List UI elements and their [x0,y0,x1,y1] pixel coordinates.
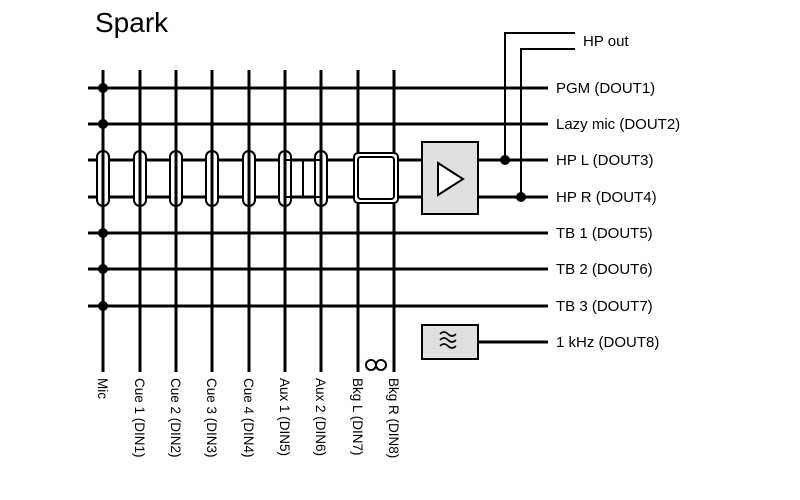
input-label-mic: Mic [95,378,110,399]
input-label-aux1: Aux 1 (DIN5) [277,378,292,456]
crosspoint-mic-tb2 [98,264,108,274]
output-label-hp-r: HP R (DOUT4) [556,189,657,206]
crosspoint-box-bkg-inner [357,156,395,200]
hp-out-label: HP out [583,33,629,50]
input-label-bkg-l: Bkg L (DIN7) [350,378,365,456]
stereo-link-icon [365,359,387,371]
diagram-title: Spark [95,7,169,38]
hp-out-junction-r [516,192,526,202]
output-label-tb3: TB 3 (DOUT7) [556,298,653,315]
input-label-cue1: Cue 1 (DIN1) [132,378,147,458]
amplifier-block [421,141,479,215]
output-label-tb2: TB 2 (DOUT6) [556,261,653,278]
hp-out-junction-l [500,155,510,165]
amplifier-triangle-icon [437,161,465,197]
hp-out-tap-r [520,48,575,197]
sine-wave-icon [439,331,457,349]
crosspoint-box-bkg-hp [353,152,399,204]
input-label-aux2: Aux 2 (DIN6) [313,378,328,456]
crosspoint-mic-tb1 [98,228,108,238]
output-label-lazy-mic: Lazy mic (DOUT2) [556,116,680,133]
input-label-cue3: Cue 3 (DIN3) [204,378,219,458]
crosspoint-mic-lazy-mic [98,119,108,129]
input-label-cue4: Cue 4 (DIN4) [241,378,256,458]
input-label-bkg-r: Bkg R (DIN8) [386,378,401,458]
crosspoint-mic-pgm [98,83,108,93]
output-label-pgm: PGM (DOUT1) [556,80,655,97]
output-label-tb1: TB 1 (DOUT5) [556,225,653,242]
crosspoint-mic-tb3 [98,301,108,311]
output-label-1khz: 1 kHz (DOUT8) [556,334,659,351]
output-label-hp-l: HP L (DOUT3) [556,152,654,169]
tone-generator-block [421,324,479,360]
hp-out-tap-l [504,32,575,160]
input-label-cue2: Cue 2 (DIN2) [168,378,183,458]
